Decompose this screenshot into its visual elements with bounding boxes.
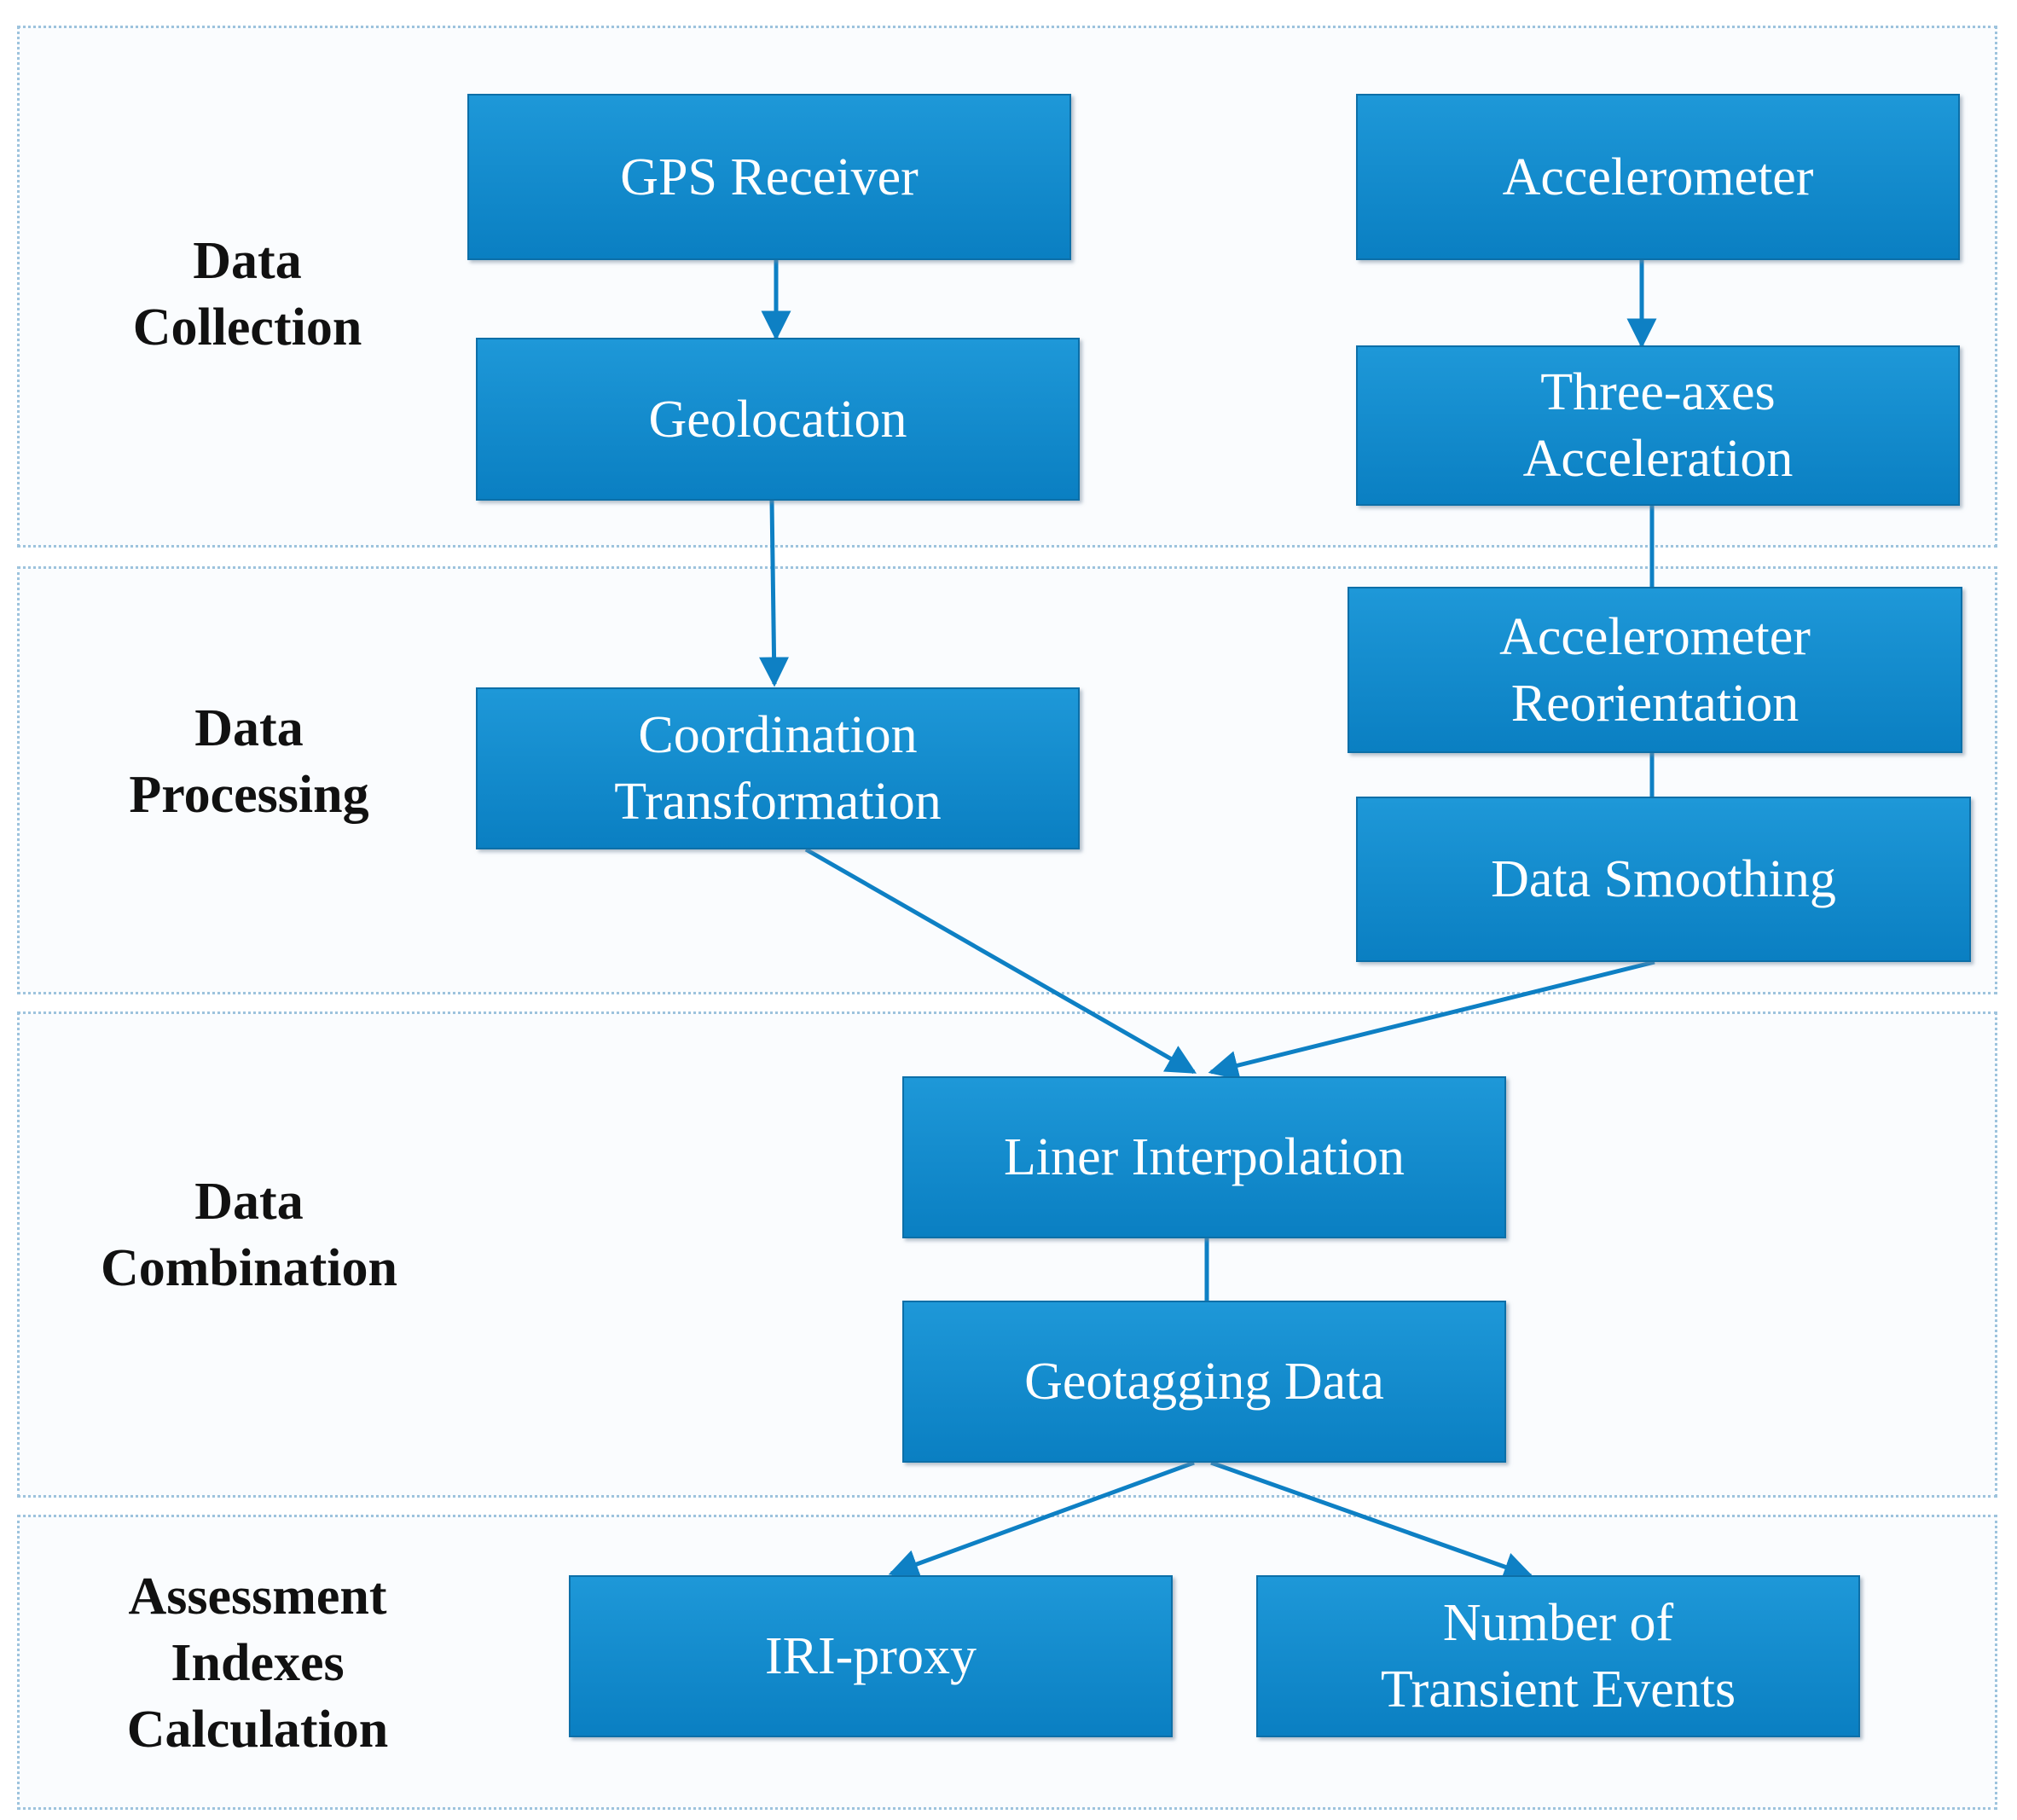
stage-label-data-collection: Data Collection bbox=[132, 232, 362, 356]
node-accelerometer-reorientation: Accelerometer Reorientation bbox=[1348, 587, 1962, 753]
node-iri-proxy: IRI-proxy bbox=[569, 1575, 1173, 1737]
stage-label-data-combination: Data Combination bbox=[101, 1173, 397, 1297]
stage-label-data-processing: Data Processing bbox=[129, 699, 369, 824]
node-geolocation: Geolocation bbox=[476, 338, 1080, 501]
node-liner-interpolation: Liner Interpolation bbox=[902, 1076, 1506, 1238]
node-three-axes-acceleration: Three-axes Acceleration bbox=[1356, 345, 1960, 506]
node-accelerometer: Accelerometer bbox=[1356, 94, 1960, 260]
node-number-of-transient-events: Number of Transient Events bbox=[1256, 1575, 1860, 1737]
node-gps-receiver: GPS Receiver bbox=[467, 94, 1071, 260]
node-geotagging-data: Geotagging Data bbox=[902, 1301, 1506, 1463]
stage-label-assessment-indexes-calculation: Assessment Indexes Calculation bbox=[126, 1568, 389, 1759]
node-data-smoothing: Data Smoothing bbox=[1356, 797, 1971, 962]
node-coordination-transformation: Coordination Transformation bbox=[476, 687, 1080, 849]
